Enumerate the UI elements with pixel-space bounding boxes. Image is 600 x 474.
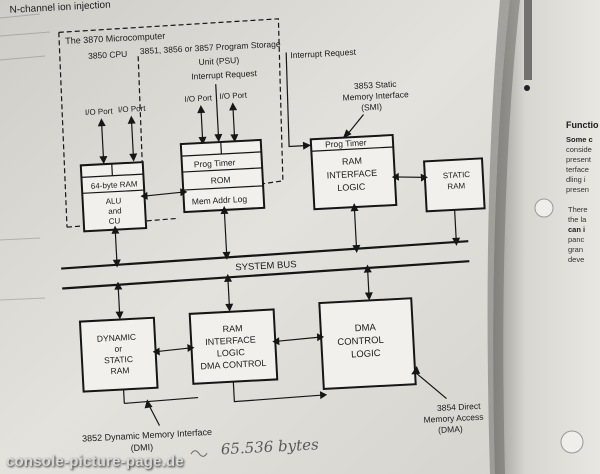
dmi-block-2: INTERFACE bbox=[205, 334, 256, 347]
cpu-ram: 64-byte RAM bbox=[91, 179, 138, 190]
svg-text:gran: gran bbox=[568, 245, 583, 254]
svg-text:the la: the la bbox=[568, 215, 587, 224]
psu-rom: ROM bbox=[211, 175, 231, 186]
dma-block-2: CONTROL bbox=[337, 335, 384, 348]
interrupt-request-2: Interrupt Request bbox=[290, 47, 357, 60]
cpu-alu-1: ALU bbox=[105, 196, 121, 206]
dyn-ram-2: or bbox=[114, 343, 122, 353]
dmi-block bbox=[188, 308, 279, 385]
bleed-through-text bbox=[0, 13, 51, 301]
io-port-2: I/O Port bbox=[118, 104, 147, 114]
svg-text:presen: presen bbox=[566, 185, 589, 194]
dmi-caption-2: (DMI) bbox=[130, 442, 153, 453]
dyn-ram-1: DYNAMIC bbox=[97, 332, 137, 344]
dma-caption-3: (DMA) bbox=[438, 424, 463, 435]
smi-label-2: Memory Interface bbox=[342, 89, 409, 102]
system-bus-label: SYSTEM BUS bbox=[235, 259, 297, 273]
psu-mem-addr: Mem Addr Log bbox=[192, 194, 248, 207]
system-bus-bottom-line bbox=[62, 260, 470, 290]
system-bus-top-line bbox=[61, 240, 469, 270]
svg-text:Some c: Some c bbox=[566, 135, 593, 144]
dma-block-1: DMA bbox=[354, 322, 376, 334]
block-diagram: N-channel ion injection The 3870 Microco… bbox=[9, 0, 486, 458]
cpu-alu-2: and bbox=[108, 206, 122, 216]
right-page-heading: Functio bbox=[566, 120, 599, 130]
dyn-ram-3: STATIC bbox=[104, 354, 133, 366]
dmi-block-3: LOGIC bbox=[217, 347, 246, 358]
svg-text:terface: terface bbox=[566, 165, 589, 174]
svg-text:deve: deve bbox=[568, 255, 584, 264]
svg-text:panc: panc bbox=[568, 235, 585, 244]
io-port-1: I/O Port bbox=[85, 107, 114, 117]
right-page-content: Functio Some c conside present terface d… bbox=[524, 0, 599, 454]
binder-hole-2 bbox=[560, 430, 584, 454]
cpu-alu-3: CU bbox=[109, 216, 121, 226]
svg-text:can i: can i bbox=[568, 225, 585, 234]
svg-text:conside: conside bbox=[566, 145, 592, 154]
dyn-ram-4: RAM bbox=[110, 365, 129, 376]
io-port-4: I/O Port bbox=[219, 91, 248, 101]
handwritten-note: 65.536 bytes bbox=[220, 435, 319, 458]
svg-text:dling i: dling i bbox=[566, 175, 586, 184]
static-ram-1: STATIC bbox=[443, 170, 471, 180]
cpu-label: 3850 CPU bbox=[88, 49, 128, 61]
smi-ram-2: INTERFACE bbox=[326, 168, 377, 181]
dmi-block-1: RAM bbox=[222, 323, 242, 334]
static-ram-2: RAM bbox=[447, 181, 466, 191]
svg-text:present: present bbox=[566, 155, 592, 164]
static-ram-block bbox=[423, 157, 486, 213]
psu-label-line2: Unit (PSU) bbox=[198, 55, 239, 67]
dma-block-3: LOGIC bbox=[351, 348, 381, 361]
dma-caption-2: Memory Access bbox=[423, 412, 483, 425]
header-top: N-channel ion injection bbox=[9, 0, 111, 16]
io-port-3: I/O Port bbox=[184, 93, 213, 103]
smi-prog-timer: Prog Timer bbox=[325, 137, 367, 149]
dmi-block-4: DMA CONTROL bbox=[200, 358, 266, 371]
smi-label-1: 3853 Static bbox=[354, 79, 398, 91]
smi-ram-1: RAM bbox=[342, 156, 362, 167]
interrupt-request-1: Interrupt Request bbox=[191, 68, 258, 81]
right-page bbox=[493, 0, 600, 474]
dma-block bbox=[318, 297, 417, 391]
smi-ram-3: LOGIC bbox=[337, 181, 366, 192]
gutter-shadow bbox=[487, 0, 520, 474]
smi-label-3: (SMI) bbox=[361, 102, 382, 113]
binder-hole-1 bbox=[534, 198, 554, 218]
watermark: console-picture-page.de bbox=[6, 453, 184, 470]
microcomputer-dashed-box bbox=[58, 18, 284, 185]
dma-caption-1: 3854 Direct bbox=[437, 401, 482, 413]
psu-prog-timer: Prog Timer bbox=[194, 157, 236, 169]
svg-text:There: There bbox=[568, 205, 588, 214]
